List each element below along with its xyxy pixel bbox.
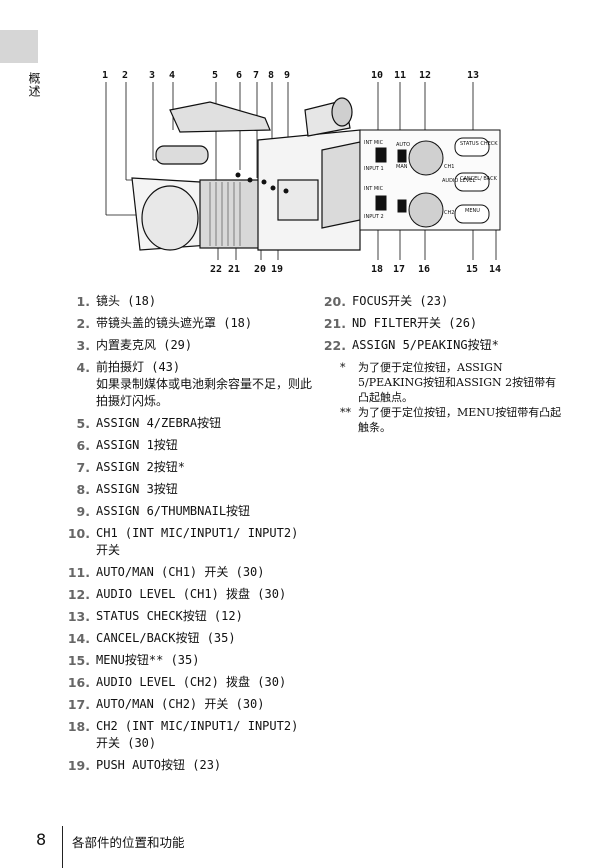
callout-5: 5 xyxy=(212,70,219,81)
callout-4: 4 xyxy=(169,70,176,81)
footer-divider xyxy=(62,826,63,868)
callout-20: 20 xyxy=(254,264,267,275)
list-item: 1.镜头 (18) xyxy=(76,294,157,309)
callout-3: 3 xyxy=(149,70,156,81)
callout-7: 7 xyxy=(253,70,260,81)
footnote: **为了便于定位按钮，MENU按钮带有凸起触条。 xyxy=(340,406,562,434)
list-item: 19.PUSH AUTO按钮 (23) xyxy=(67,758,222,773)
list-item: 6.ASSIGN 1按钮 xyxy=(76,438,178,453)
int-mic-label-ch1: INT MIC xyxy=(364,140,384,146)
callout-15: 15 xyxy=(466,264,479,275)
callout-19: 19 xyxy=(271,264,284,275)
ch1-label: CH1 xyxy=(444,164,454,170)
input2-label-ch2: INPUT 2 xyxy=(364,214,384,220)
list-item: 16.AUDIO LEVEL (CH2) 拨盘 (30) xyxy=(67,675,287,690)
man-label: MAN xyxy=(396,164,408,170)
footnote: *为了便于定位按钮，ASSIGN 5/PEAKING按钮和ASSIGN 2按钮带… xyxy=(340,361,557,404)
callout-17: 17 xyxy=(393,264,406,275)
list-item: 7.ASSIGN 2按钮* xyxy=(76,460,186,475)
int-mic-label-ch2: INT MIC xyxy=(364,186,384,192)
callout-13: 13 xyxy=(467,70,480,81)
page-footer: 8 xyxy=(36,830,60,849)
list-item: 21.ND FILTER开关 (26) xyxy=(323,316,478,331)
list-item: 2.带镜头盖的镜头遮光罩 (18) xyxy=(76,316,253,331)
list-item: 5.ASSIGN 4/ZEBRA按钮 xyxy=(76,416,222,431)
list-item: 9.ASSIGN 6/THUMBNAIL按钮 xyxy=(76,504,251,519)
parts-list-left: 1.镜头 (18) 2.带镜头盖的镜头遮光罩 (18) 3.内置麦克风 (29)… xyxy=(62,293,312,779)
parts-list-right: 20.FOCUS开关 (23) 21.ND FILTER开关 (26) 22.A… xyxy=(318,293,563,435)
footnotes: *为了便于定位按钮，ASSIGN 5/PEAKING按钮和ASSIGN 2按钮带… xyxy=(340,360,563,435)
page-number: 8 xyxy=(36,830,47,849)
list-item: 12.AUDIO LEVEL (CH1) 拨盘 (30) xyxy=(67,587,287,602)
list-item: 11.AUTO/MAN (CH1) 开关 (30) xyxy=(67,565,265,580)
callout-8: 8 xyxy=(268,70,275,81)
callout-14: 14 xyxy=(489,264,502,275)
status-check-label: STATUS CHECK xyxy=(460,141,498,147)
callout-16: 16 xyxy=(418,264,431,275)
ch2-label: CH2 xyxy=(444,210,454,216)
auto-label: AUTO xyxy=(396,142,410,148)
item-description: 如果录制媒体或电池剩余容量不足，则此拍摄灯闪烁。 xyxy=(96,377,313,408)
callout-21: 21 xyxy=(228,264,241,275)
audio-level-label: AUDIO LEVEL xyxy=(442,178,475,184)
callout-12: 12 xyxy=(419,70,432,81)
input1-label-ch1: INPUT 1 xyxy=(364,166,384,172)
camera-drawing: STATUS CHECK CANCEL/ BACK MENU AUDIO LEV… xyxy=(105,82,501,260)
callout-9: 9 xyxy=(284,70,291,81)
callout-18: 18 xyxy=(371,264,384,275)
list-item: 10.CH1 (INT MIC/INPUT1/ INPUT2) 开关 xyxy=(67,526,299,557)
callout-11: 11 xyxy=(394,70,407,81)
callout-6: 6 xyxy=(236,70,243,81)
callout-22: 22 xyxy=(210,264,223,275)
footer-title: 各部件的位置和功能 xyxy=(72,835,185,850)
section-label: 概述 xyxy=(27,72,41,98)
list-item: 14.CANCEL/BACK按钮 (35) xyxy=(67,631,236,646)
list-item: 17.AUTO/MAN (CH2) 开关 (30) xyxy=(67,697,265,712)
callout-2: 2 xyxy=(122,70,129,81)
menu-label: MENU xyxy=(465,208,480,214)
list-item: 20.FOCUS开关 (23) xyxy=(323,294,449,309)
cancel-back-label: CANCEL/ BACK xyxy=(460,176,498,182)
list-item: 3.内置麦克风 (29) xyxy=(76,338,193,353)
list-item: 18.CH2 (INT MIC/INPUT1/ INPUT2) 开关 (30) xyxy=(67,719,299,750)
list-item: 13.STATUS CHECK按钮 (12) xyxy=(67,609,243,624)
camera-illustration: STATUS CHECK CANCEL/ BACK MENU AUDIO LEV… xyxy=(60,70,510,280)
callout-10: 10 xyxy=(371,70,384,81)
list-item: 4.前拍摄灯 (43)如果录制媒体或电池剩余容量不足，则此拍摄灯闪烁。 xyxy=(76,360,313,408)
section-tab xyxy=(0,30,38,63)
list-item: 15.MENU按钮** (35) xyxy=(67,653,200,668)
list-item: 8.ASSIGN 3按钮 xyxy=(76,482,178,497)
callout-1: 1 xyxy=(102,70,109,81)
list-item: 22.ASSIGN 5/PEAKING按钮* xyxy=(323,338,499,353)
